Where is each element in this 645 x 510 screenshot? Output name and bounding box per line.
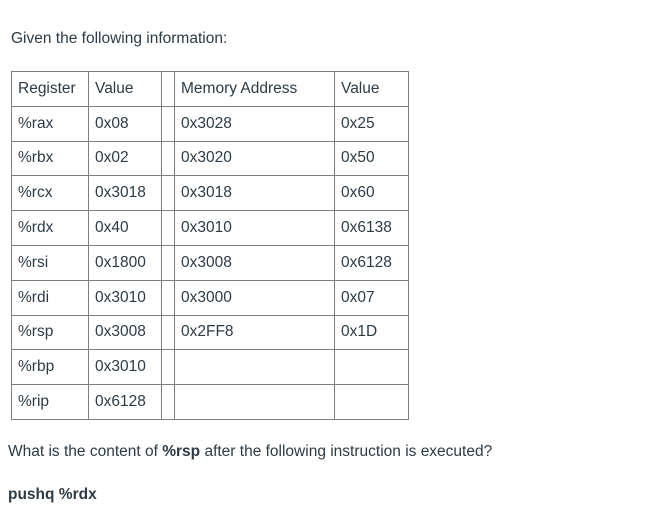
cell-register-value: 0x6128 bbox=[88, 384, 162, 420]
cell-memory-value: 0x6128 bbox=[334, 244, 409, 281]
cell-register: %rbp bbox=[11, 349, 89, 386]
cell-memory-value: 0x6138 bbox=[334, 210, 409, 246]
cell-memory-address bbox=[174, 349, 335, 386]
cell-memory-address: 0x3008 bbox=[174, 244, 335, 281]
table-gap-spacer bbox=[161, 349, 175, 386]
table-gap-spacer bbox=[161, 105, 175, 142]
table-gap-spacer bbox=[161, 279, 175, 316]
table-row: %rcx 0x3018 0x3018 0x60 bbox=[11, 175, 409, 212]
cell-memory-value: 0x07 bbox=[334, 279, 409, 316]
cell-memory-address: 0x3028 bbox=[174, 105, 335, 142]
instruction-code: pushq %rdx bbox=[8, 486, 97, 503]
question-register: %rsp bbox=[162, 443, 201, 460]
cell-register-value: 0x1800 bbox=[88, 244, 162, 281]
table-row: %rax 0x08 0x3028 0x25 bbox=[11, 105, 409, 142]
cell-register-value: 0x02 bbox=[88, 140, 162, 177]
cell-memory-address: 0x3000 bbox=[174, 279, 335, 316]
table-row: %rip 0x6128 bbox=[11, 384, 409, 420]
table-gap-spacer bbox=[161, 175, 175, 212]
header-register: Register bbox=[11, 71, 89, 107]
cell-register-value: 0x3018 bbox=[88, 175, 162, 212]
register-memory-table: Register Value Memory Address Value %rax… bbox=[11, 71, 409, 420]
cell-memory-value bbox=[334, 349, 409, 386]
cell-register: %rax bbox=[11, 105, 89, 142]
cell-memory-value bbox=[334, 384, 409, 420]
question-prefix: What is the content of bbox=[8, 443, 163, 460]
table-header: Register Value Memory Address Value bbox=[11, 71, 409, 107]
cell-register-value: 0x40 bbox=[88, 210, 162, 246]
cell-register-value: 0x08 bbox=[88, 105, 162, 142]
cell-memory-value: 0x60 bbox=[334, 175, 409, 212]
cell-register: %rsp bbox=[11, 314, 89, 351]
table-row: %rbp 0x3010 bbox=[11, 349, 409, 386]
cell-memory-address bbox=[174, 384, 335, 420]
cell-memory-address: 0x3020 bbox=[174, 140, 335, 177]
cell-register: %rip bbox=[11, 384, 89, 420]
table-header-row: Register Value Memory Address Value bbox=[11, 71, 409, 107]
question-prompt: What is the content of %rsp after the fo… bbox=[8, 441, 492, 462]
table-gap-spacer bbox=[161, 210, 175, 246]
table-body: %rax 0x08 0x3028 0x25 %rbx 0x02 0x3020 0… bbox=[11, 105, 409, 420]
header-memory-value: Value bbox=[334, 71, 409, 107]
table-row: %rsp 0x3008 0x2FF8 0x1D bbox=[11, 314, 409, 351]
cell-memory-address: 0x2FF8 bbox=[174, 314, 335, 351]
table-row: %rbx 0x02 0x3020 0x50 bbox=[11, 140, 409, 177]
cell-register: %rdi bbox=[11, 279, 89, 316]
cell-memory-address: 0x3018 bbox=[174, 175, 335, 212]
cell-register-value: 0x3010 bbox=[88, 279, 162, 316]
table-gap-spacer bbox=[161, 71, 175, 107]
cell-register: %rdx bbox=[11, 210, 89, 246]
cell-memory-value: 0x1D bbox=[334, 314, 409, 351]
cell-memory-value: 0x25 bbox=[334, 105, 409, 142]
question-suffix: after the following instruction is execu… bbox=[200, 443, 493, 460]
cell-register: %rcx bbox=[11, 175, 89, 212]
cell-register: %rbx bbox=[11, 140, 89, 177]
info-table-container: Register Value Memory Address Value %rax… bbox=[11, 71, 409, 420]
cell-register-value: 0x3008 bbox=[88, 314, 162, 351]
cell-memory-address: 0x3010 bbox=[174, 210, 335, 246]
cell-register: %rsi bbox=[11, 244, 89, 281]
header-memory-address: Memory Address bbox=[174, 71, 335, 107]
cell-memory-value: 0x50 bbox=[334, 140, 409, 177]
table-row: %rdi 0x3010 0x3000 0x07 bbox=[11, 279, 409, 316]
table-row: %rsi 0x1800 0x3008 0x6128 bbox=[11, 244, 409, 281]
table-gap-spacer bbox=[161, 140, 175, 177]
table-row: %rdx 0x40 0x3010 0x6138 bbox=[11, 210, 409, 246]
table-gap-spacer bbox=[161, 244, 175, 281]
table-gap-spacer bbox=[161, 384, 175, 420]
cell-register-value: 0x3010 bbox=[88, 349, 162, 386]
intro-text: Given the following information: bbox=[11, 30, 228, 47]
table-gap-spacer bbox=[161, 314, 175, 351]
header-register-value: Value bbox=[88, 71, 162, 107]
